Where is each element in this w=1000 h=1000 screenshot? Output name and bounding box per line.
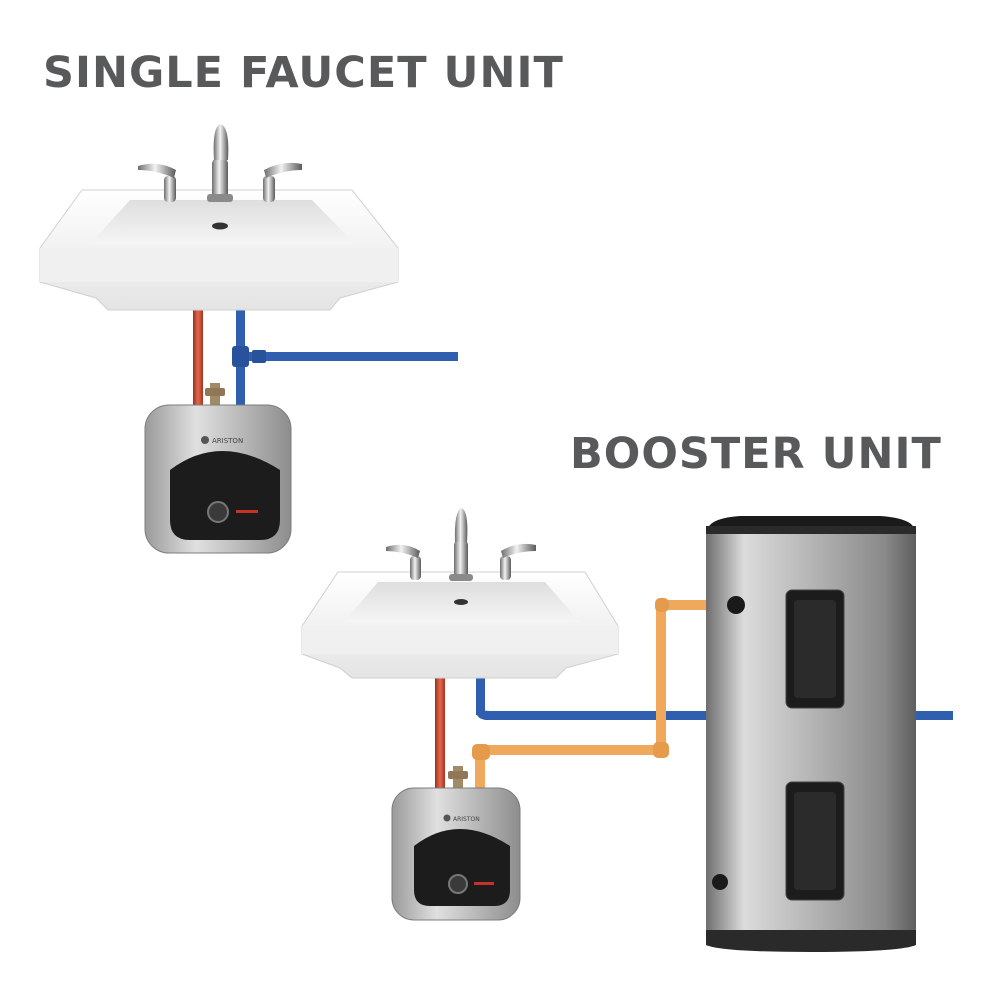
- pressure-relief-valve-icon: [205, 383, 225, 405]
- single-cold-water-pipe: [232, 310, 458, 405]
- booster-supply-pipe: [472, 598, 732, 790]
- booster-unit-title: BOOSTER UNIT: [570, 429, 942, 479]
- point-of-use-heater-icon: ARISTON: [144, 404, 292, 554]
- faucet-icon: [386, 508, 536, 581]
- pressure-relief-valve-icon: [448, 766, 468, 788]
- booster-unit: ARISTON: [301, 508, 953, 952]
- point-of-use-heater-icon: ARISTON: [391, 787, 521, 921]
- single-heater-brand: ARISTON: [212, 437, 243, 445]
- sink-icon: [39, 189, 399, 311]
- single-faucet-unit-title: SINGLE FAUCET UNIT: [43, 48, 564, 98]
- booster-heater-brand: ARISTON: [453, 816, 480, 823]
- tank-water-heater-icon: [706, 516, 916, 952]
- booster-hot-water-pipe: [435, 675, 445, 790]
- single-faucet-unit: ARISTON: [39, 124, 458, 554]
- booster-cold-water-pipe: [476, 675, 953, 720]
- faucet-icon: [138, 124, 302, 202]
- single-hot-water-pipe: [193, 310, 203, 410]
- sink-icon: [301, 571, 619, 679]
